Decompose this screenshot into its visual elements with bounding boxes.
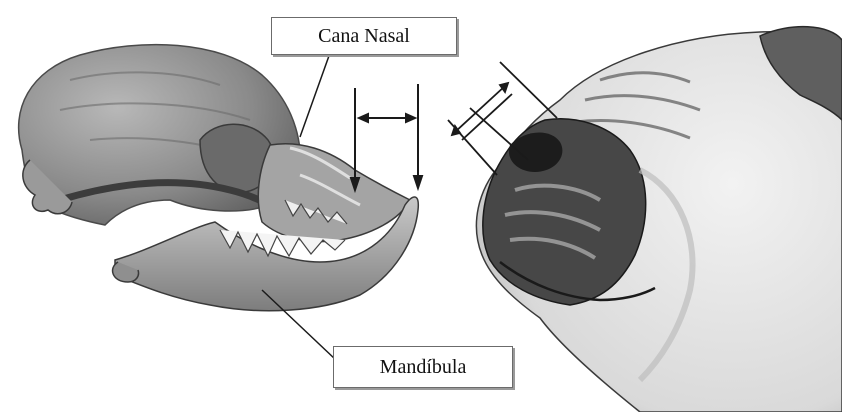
measure-arrow-down-right xyxy=(414,176,422,188)
pug-muzzle-mask xyxy=(483,119,646,305)
nasal-label: Cana Nasal xyxy=(271,17,457,55)
mandible-label: Mandíbula xyxy=(333,346,513,388)
pug-head-illustration xyxy=(476,27,842,412)
nasal-leader-line xyxy=(300,53,330,137)
measure-arrow-right xyxy=(406,114,415,122)
measure-arrow-left xyxy=(359,114,368,122)
pug-measure-line-mid xyxy=(470,108,528,160)
pug-measure-span-2 xyxy=(462,94,512,140)
pug-measure-span xyxy=(455,86,505,132)
pug-measure-line-outer xyxy=(500,62,557,118)
